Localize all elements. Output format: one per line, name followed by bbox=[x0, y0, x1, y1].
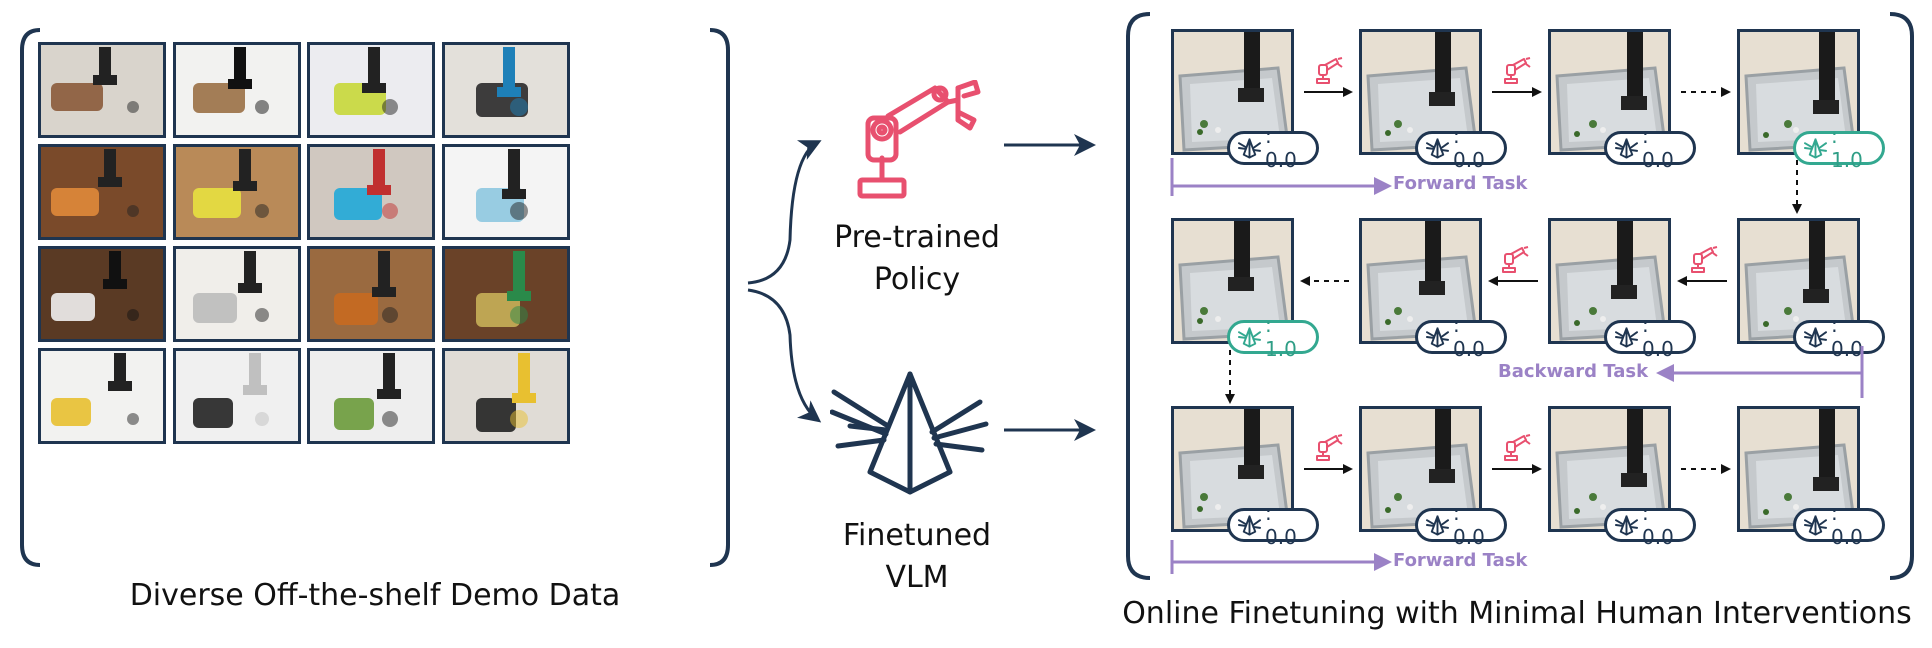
progress-score-badge: : 1.0 bbox=[1793, 124, 1885, 172]
progress-score-badge: : 0.0 bbox=[1604, 313, 1696, 361]
progress-score-badge: : 0.0 bbox=[1604, 124, 1696, 172]
score-value: : 0.0 bbox=[1641, 124, 1674, 172]
vlm-label-line2: VLM bbox=[885, 560, 949, 595]
policy-label-line1: Pre-trained bbox=[834, 220, 1000, 255]
prism-icon bbox=[1804, 327, 1827, 348]
robot-arm-icon bbox=[1502, 57, 1532, 87]
forward-task-label-bottom: Forward Task bbox=[1393, 550, 1528, 571]
policy-label-line2: Policy bbox=[873, 262, 961, 297]
robot-arm-icon bbox=[1689, 246, 1719, 276]
progress-score-badge: : 0.0 bbox=[1415, 501, 1507, 549]
demo-thumbnail bbox=[441, 42, 570, 138]
prism-icon bbox=[1238, 515, 1261, 536]
robot-arm-icon bbox=[1502, 434, 1532, 464]
robot-arm-icon bbox=[857, 80, 981, 199]
progress-score-badge: : 0.0 bbox=[1415, 313, 1507, 361]
left-caption: Diverse Off-the-shelf Demo Data bbox=[129, 578, 621, 613]
score-value: : 0.0 bbox=[1264, 501, 1297, 549]
score-value: : 0.0 bbox=[1830, 501, 1863, 549]
robot-arm-icon bbox=[1314, 57, 1344, 87]
score-value: : 1.0 bbox=[1264, 313, 1297, 361]
demo-thumbnail bbox=[38, 42, 166, 138]
prism-icon bbox=[1238, 327, 1261, 348]
demo-thumbnail bbox=[441, 144, 570, 240]
prism-icon bbox=[1804, 138, 1827, 159]
demo-thumbnail bbox=[172, 348, 301, 444]
progress-score-badge: : 0.0 bbox=[1415, 124, 1507, 172]
score-value: : 0.0 bbox=[1452, 501, 1485, 549]
score-value: : 0.0 bbox=[1264, 124, 1297, 172]
robot-arm-icon bbox=[1314, 434, 1344, 464]
demo-thumbnail bbox=[172, 144, 301, 240]
progress-score-badge: : 0.0 bbox=[1793, 501, 1885, 549]
score-value: : 0.0 bbox=[1641, 501, 1674, 549]
prism-icon bbox=[1804, 515, 1827, 536]
score-value: : 1.0 bbox=[1830, 124, 1863, 172]
prism-icon bbox=[1426, 515, 1449, 536]
score-value: : 0.0 bbox=[1452, 124, 1485, 172]
rollout-frame bbox=[1737, 406, 1860, 532]
right-caption: Online Finetuning with Minimal Human Int… bbox=[1122, 596, 1912, 631]
progress-score-badge: : 0.0 bbox=[1793, 313, 1885, 361]
left-bracket bbox=[20, 28, 730, 567]
prism-icon bbox=[1426, 138, 1449, 159]
prism-icon bbox=[1615, 138, 1638, 159]
prism-icon bbox=[1238, 138, 1261, 159]
forward-task-label-top: Forward Task bbox=[1393, 173, 1528, 194]
right-bracket bbox=[1126, 12, 1914, 580]
prism-icon bbox=[1615, 327, 1638, 348]
score-value: : 0.0 bbox=[1830, 313, 1863, 361]
demo-thumbnail bbox=[172, 246, 301, 342]
demo-thumbnail bbox=[172, 42, 301, 138]
score-value: : 0.0 bbox=[1641, 313, 1674, 361]
robot-arm-icon bbox=[1500, 246, 1530, 276]
demo-thumbnail bbox=[441, 246, 570, 342]
demo-thumbnail bbox=[38, 246, 166, 342]
progress-score-badge: : 0.0 bbox=[1227, 124, 1319, 172]
vlm-label-line1: Finetuned bbox=[842, 518, 992, 553]
backward-task-label: Backward Task bbox=[1498, 361, 1649, 382]
demo-thumbnail bbox=[307, 348, 435, 444]
prism-icon bbox=[1426, 327, 1449, 348]
middle-arrows bbox=[747, 134, 1096, 441]
progress-score-badge: : 0.0 bbox=[1604, 501, 1696, 549]
demo-thumbnail bbox=[38, 144, 166, 240]
demo-thumbnail bbox=[441, 348, 570, 444]
progress-score-badge: : 1.0 bbox=[1227, 313, 1319, 361]
demo-thumbnail bbox=[307, 42, 435, 138]
prism-icon bbox=[830, 371, 989, 495]
demo-thumbnail bbox=[307, 144, 435, 240]
demo-thumbnail bbox=[307, 246, 435, 342]
score-value: : 0.0 bbox=[1452, 313, 1485, 361]
prism-icon bbox=[1615, 515, 1638, 536]
progress-score-badge: : 0.0 bbox=[1227, 501, 1319, 549]
demo-thumbnail bbox=[38, 348, 166, 444]
